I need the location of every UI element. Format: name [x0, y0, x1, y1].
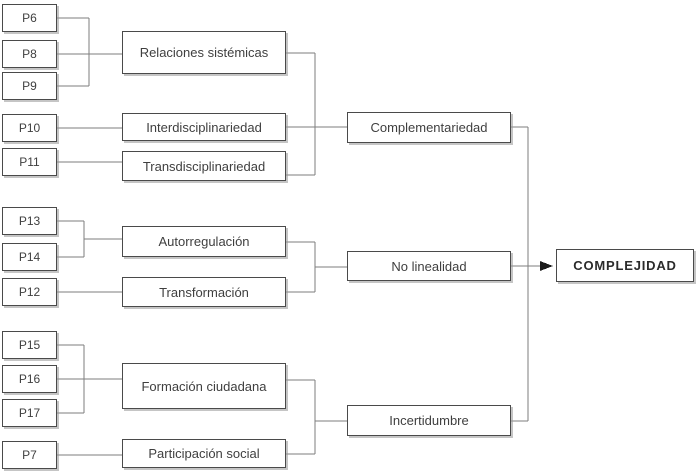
- node-p7: P7: [2, 441, 57, 469]
- node-p11: P11: [2, 148, 57, 176]
- node-no-linealidad: No linealidad: [347, 251, 511, 281]
- node-transformacion: Transformación: [122, 277, 286, 307]
- node-p13: P13: [2, 207, 57, 235]
- arrowhead-icon: [540, 261, 553, 271]
- node-complejidad: COMPLEJIDAD: [556, 249, 694, 282]
- node-interdisciplinariedad: Interdisciplinariedad: [122, 113, 286, 141]
- node-p9: P9: [2, 72, 57, 100]
- node-p14: P14: [2, 243, 57, 271]
- node-p10: P10: [2, 114, 57, 142]
- node-p12: P12: [2, 278, 57, 306]
- node-p17: P17: [2, 399, 57, 427]
- node-p8: P8: [2, 40, 57, 68]
- node-p6: P6: [2, 4, 57, 32]
- node-participacion-social: Participación social: [122, 439, 286, 468]
- node-incertidumbre: Incertidumbre: [347, 405, 511, 436]
- node-transdisciplinariedad: Transdisciplinariedad: [122, 151, 286, 181]
- node-formacion-ciudadana: Formación ciudadana: [122, 363, 286, 409]
- node-complementariedad: Complementariedad: [347, 112, 511, 143]
- node-p15: P15: [2, 331, 57, 359]
- node-autorregulacion: Autorregulación: [122, 226, 286, 257]
- node-p16: P16: [2, 365, 57, 393]
- node-relaciones-sistemicas: Relaciones sistémicas: [122, 31, 286, 74]
